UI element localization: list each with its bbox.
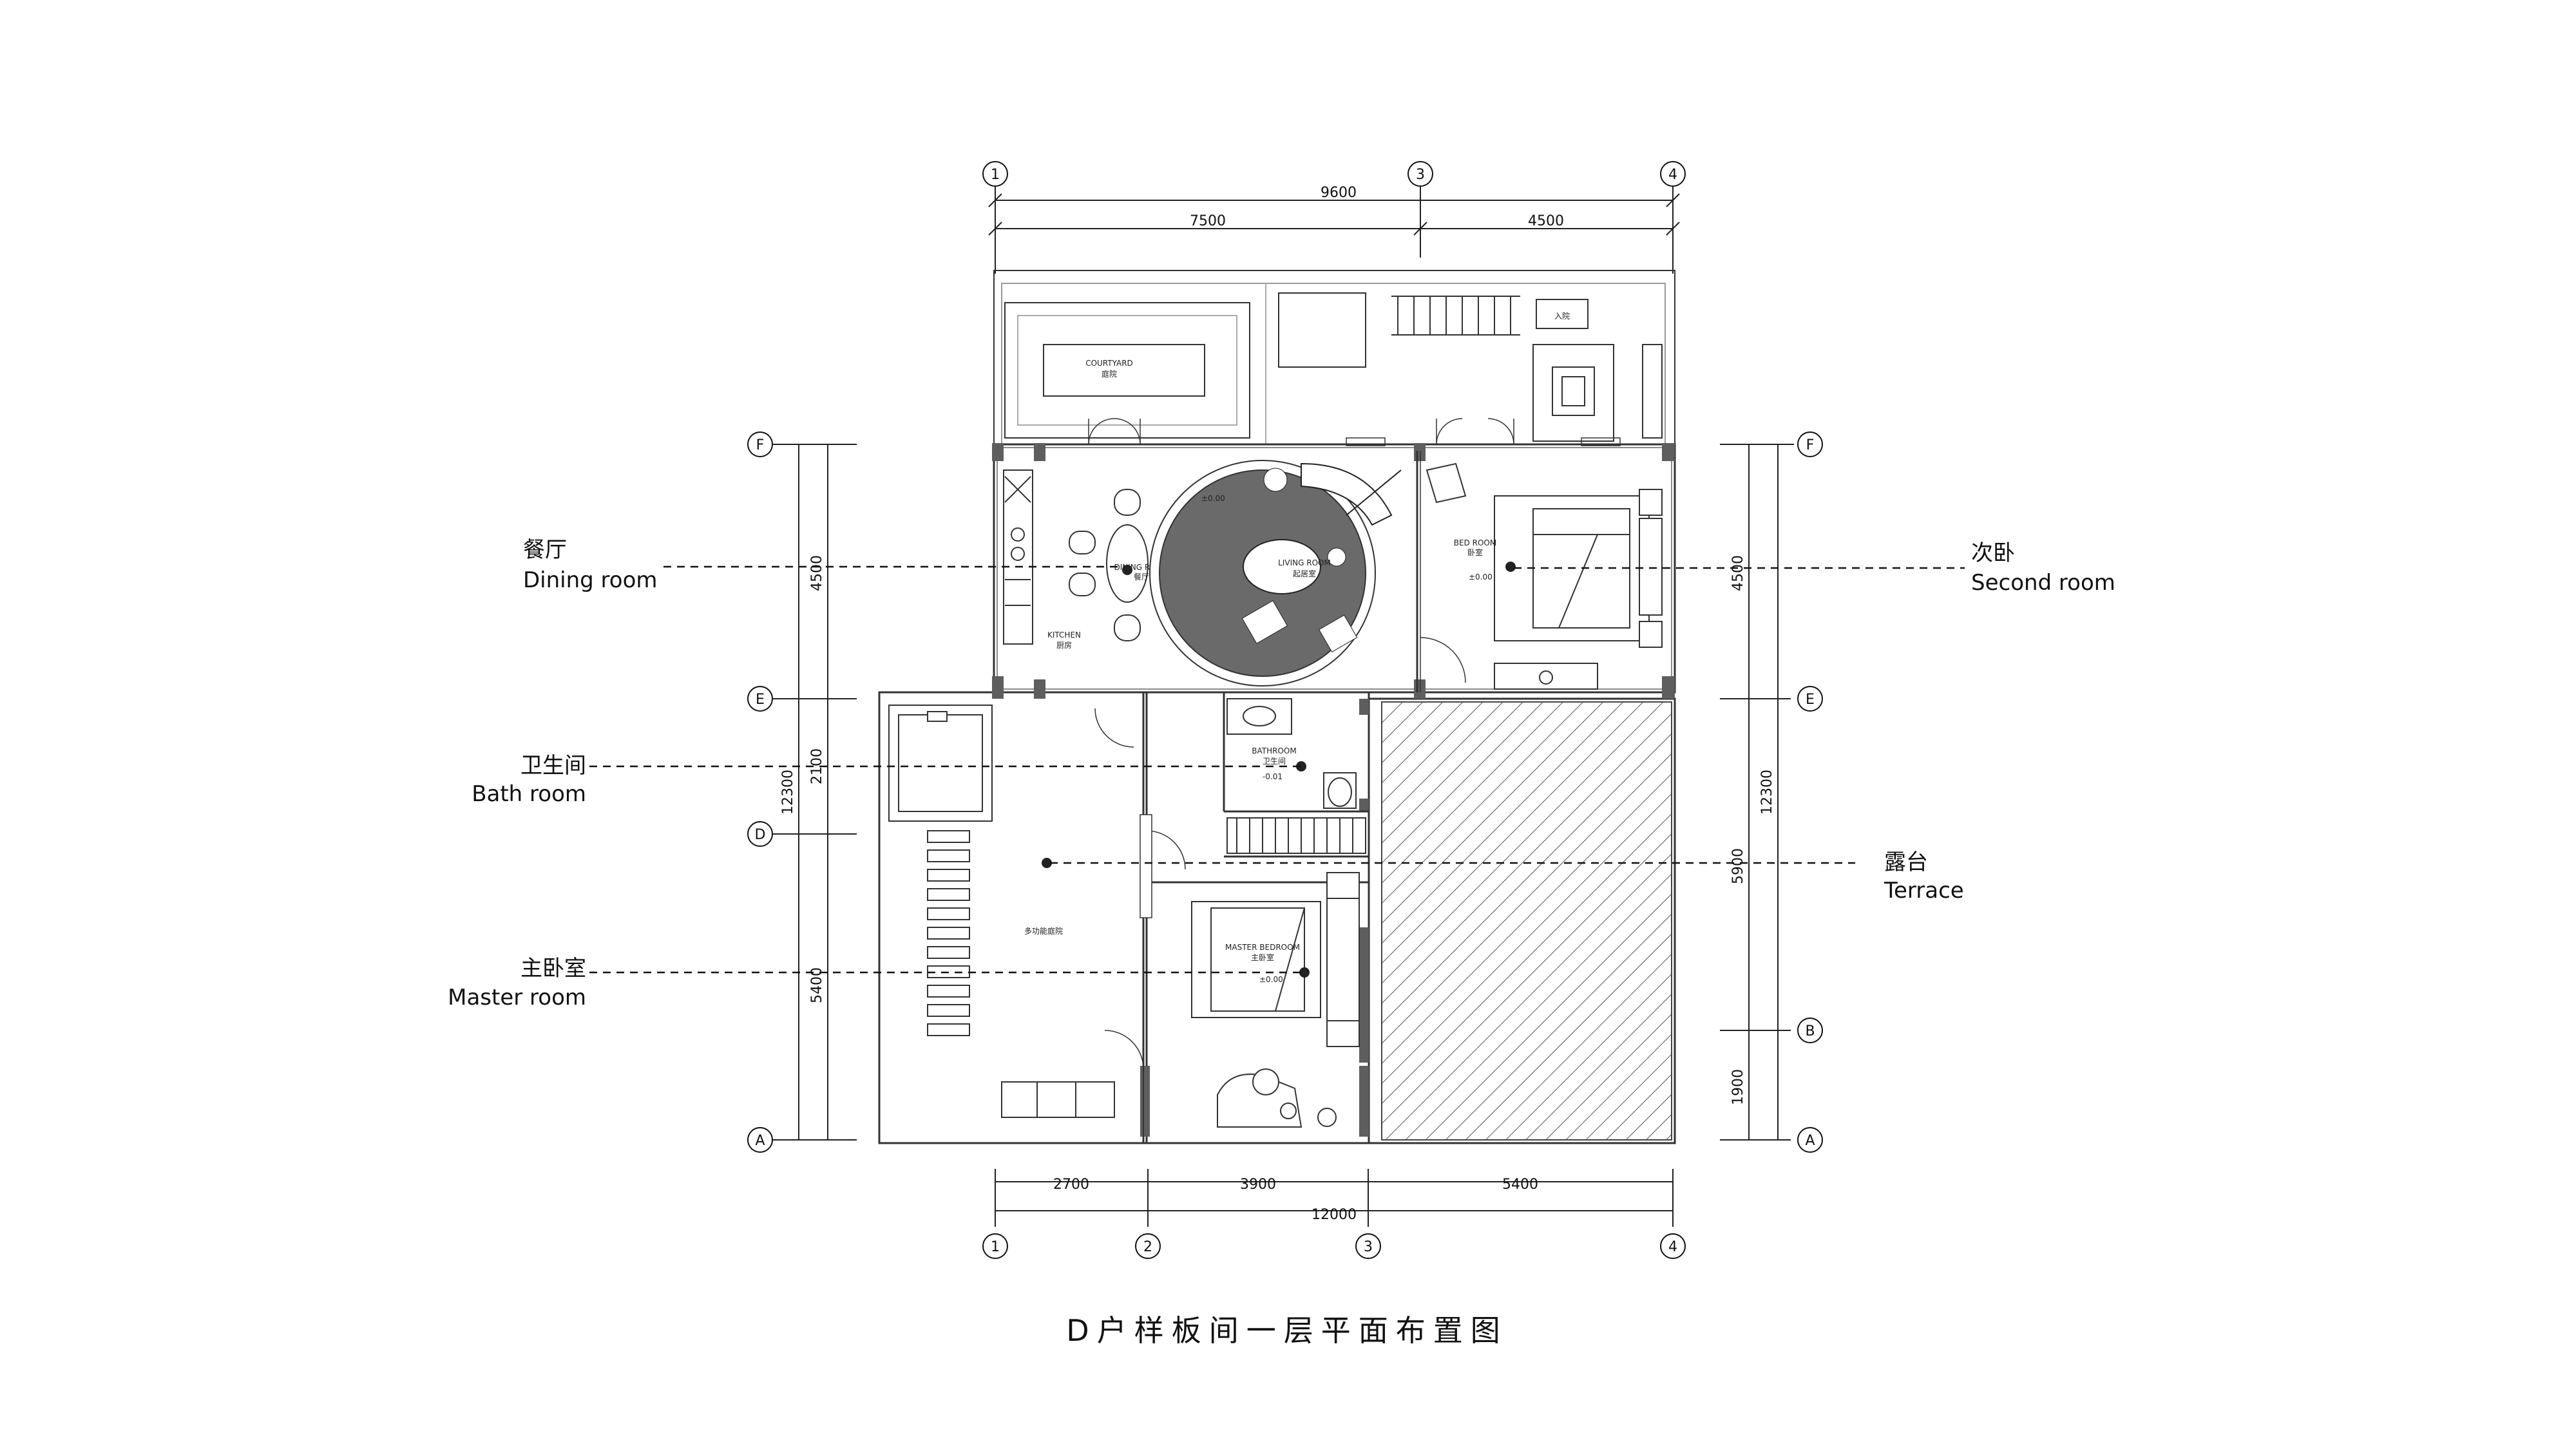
- callout-terrace: 露台 Terrace: [1884, 849, 1964, 904]
- dining-marker: [1122, 565, 1132, 575]
- bath-level: -0.01: [1263, 772, 1283, 781]
- callout-terrace-en: Terrace: [1884, 878, 1964, 904]
- axis-left-d: D: [755, 827, 766, 843]
- callout-dining-en: Dining room: [523, 567, 658, 593]
- callout-second: 次卧 Second room: [1971, 540, 2115, 596]
- master-label-en: MASTER BEDROOM: [1225, 943, 1300, 952]
- multi-courtyard: [888, 705, 1115, 1118]
- callout-bath: 卫生间 Bath room: [472, 753, 586, 807]
- axis-top-4: 4: [1668, 167, 1677, 183]
- callout-second-zh: 次卧: [1971, 540, 2015, 566]
- bathroom-label-en: BATHROOM: [1252, 746, 1296, 755]
- axis-bubbles: [747, 161, 1823, 1259]
- dimension-lines: [773, 187, 1794, 1227]
- entry-label: 入院: [1554, 312, 1570, 321]
- callout-bath-zh: 卫生间: [520, 753, 586, 779]
- dim-bottom-b: 3900: [1240, 1177, 1276, 1193]
- callout-master-zh: 主卧室: [520, 956, 586, 981]
- living-level: ±0.00: [1201, 494, 1225, 503]
- dim-left-total: 12300: [780, 770, 796, 815]
- terrace-area: [1381, 701, 1672, 1141]
- callout-bath-en: Bath room: [472, 781, 586, 807]
- multi-marker: [1042, 858, 1052, 868]
- exterior-walls: [878, 443, 1676, 1144]
- living-label-zh: 起居室: [1293, 569, 1316, 578]
- courtyard-label-zh: 庭院: [1102, 369, 1117, 379]
- leader-lines: [589, 565, 1965, 974]
- master-marker: [1299, 967, 1310, 978]
- bath-marker: [1296, 761, 1306, 772]
- master-bedroom-furniture: [1191, 872, 1360, 1128]
- callout-second-en: Second room: [1971, 570, 2115, 596]
- dining-table: [1069, 489, 1186, 641]
- bathroom-fixtures: [1226, 698, 1366, 854]
- dim-right-b: 5900: [1730, 848, 1746, 884]
- courtyard: [993, 270, 1675, 445]
- master-doors: [1094, 708, 1186, 1070]
- axis-top-1: 1: [991, 167, 1000, 183]
- living-label-en: LIVING ROOM: [1278, 558, 1331, 567]
- dim-bottom-a: 2700: [1053, 1177, 1089, 1193]
- axis-bottom-4: 4: [1668, 1239, 1677, 1255]
- courtyard-doors: [1088, 418, 1621, 446]
- second-marker: [1505, 562, 1516, 572]
- axis-bottom-2: 2: [1143, 1239, 1152, 1255]
- axis-right-f: F: [1806, 437, 1815, 453]
- grille: [1391, 296, 1520, 336]
- callout-terrace-zh: 露台: [1884, 849, 1928, 875]
- axis-labels: 1 3 4 1 2 3 4 F E D A F E B A: [755, 167, 1815, 1255]
- dim-left-a: 4500: [809, 555, 825, 591]
- axis-right-a: A: [1805, 1133, 1815, 1149]
- bedroom-label-zh: 卧室: [1467, 547, 1483, 557]
- dim-bottom-c: 5400: [1502, 1177, 1538, 1193]
- dim-right-a: 4500: [1730, 555, 1746, 591]
- dim-right-total: 12300: [1759, 770, 1775, 815]
- bedroom-label-en: BED ROOM: [1454, 538, 1496, 547]
- axis-right-e: E: [1806, 692, 1815, 708]
- dim-top-a: 7500: [1190, 213, 1226, 229]
- kitchen-label-zh: 厨房: [1056, 640, 1072, 650]
- living-rug: [1149, 460, 1402, 687]
- bedroom-door: [1420, 637, 1466, 683]
- kitchen-label-en: KITCHEN: [1047, 630, 1081, 639]
- master-level: ±0.00: [1259, 975, 1283, 984]
- axis-bottom-1: 1: [991, 1239, 1000, 1255]
- callout-dining-zh: 餐厅: [523, 537, 567, 563]
- axis-bottom-3: 3: [1364, 1239, 1373, 1255]
- axis-left-f: F: [756, 437, 765, 453]
- multi-label: 多功能庭院: [1024, 926, 1063, 936]
- axis-right-b: B: [1805, 1023, 1815, 1039]
- second-bedroom-furniture: [1426, 462, 1663, 690]
- axis-left-a: A: [755, 1133, 765, 1149]
- drawing-title: D户样板间一层平面布置图: [1066, 1313, 1507, 1348]
- kitchen-counter: [1003, 469, 1033, 645]
- axis-top-3: 3: [1416, 167, 1425, 183]
- dim-left-c: 5400: [809, 967, 825, 1003]
- callout-master-en: Master room: [448, 985, 586, 1010]
- master-label-zh: 主卧室: [1251, 952, 1274, 962]
- courtyard-label-en: COURTYARD: [1085, 359, 1133, 368]
- dim-top-total: 9600: [1321, 185, 1357, 201]
- dim-right-c: 1900: [1730, 1069, 1746, 1105]
- axis-left-e: E: [756, 692, 765, 708]
- bathroom-label-zh: 卫生间: [1263, 757, 1286, 766]
- dining-label-zh: 餐厅: [1134, 572, 1149, 582]
- dim-top-b: 4500: [1528, 213, 1564, 229]
- bedroom-level: ±0.00: [1469, 573, 1493, 582]
- dim-bottom-total: 12000: [1312, 1207, 1357, 1223]
- callout-dining: 餐厅 Dining room: [523, 537, 658, 593]
- callout-master: 主卧室 Master room: [448, 956, 586, 1010]
